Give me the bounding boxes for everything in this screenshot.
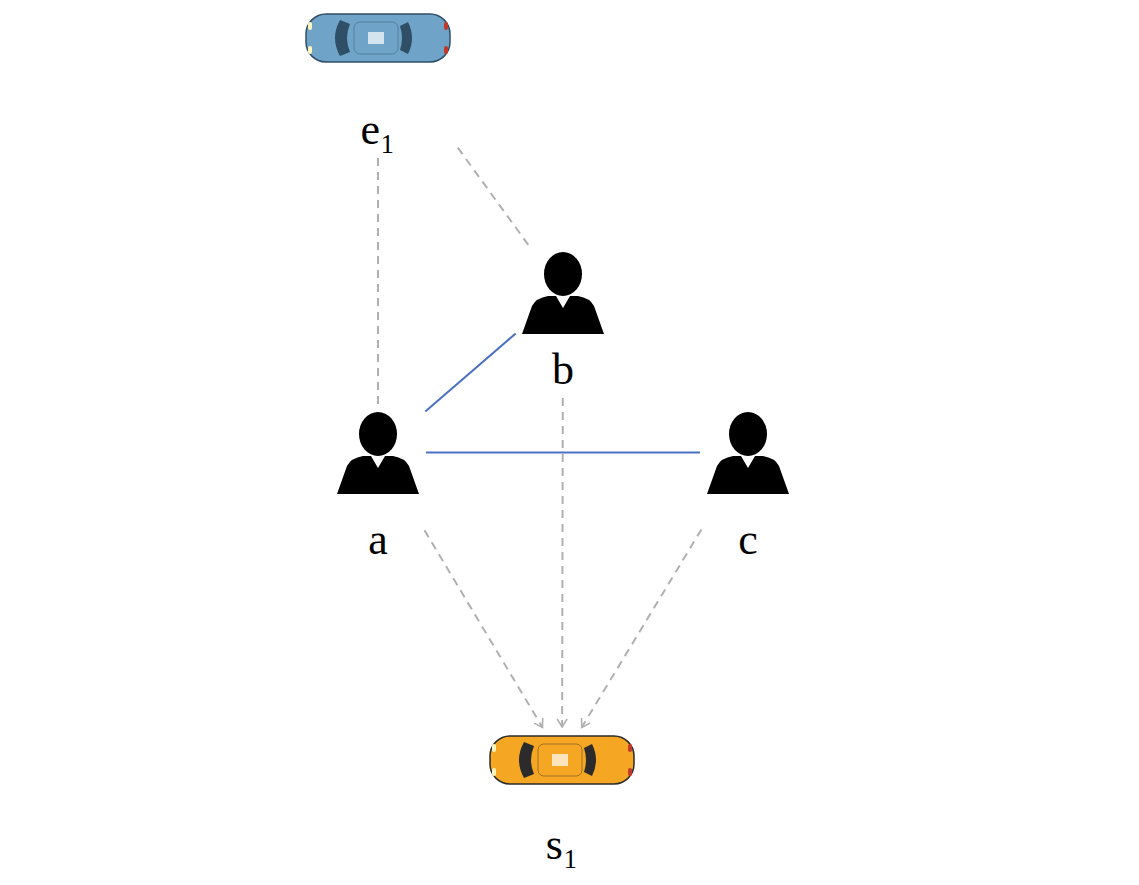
dashed-link — [561, 398, 564, 727]
vehicle-node: e₁ — [300, 8, 456, 155]
social-link — [426, 452, 700, 454]
person-icon — [333, 410, 423, 495]
node-label: b — [552, 345, 574, 395]
social-link — [425, 333, 515, 411]
node-label: a — [368, 515, 388, 565]
node-label: s₁ — [546, 820, 578, 870]
dashed-link — [377, 158, 379, 407]
dashed-link — [582, 530, 702, 728]
user-node: c — [703, 410, 793, 565]
dashed-link — [458, 148, 531, 248]
dashed-link — [425, 530, 543, 727]
node-label: c — [738, 515, 758, 565]
person-icon — [703, 410, 793, 495]
user-node: a — [333, 410, 423, 565]
person-icon — [518, 250, 608, 335]
vehicle-node: s₁ — [484, 730, 640, 870]
car-icon — [484, 730, 640, 790]
user-node: b — [518, 250, 608, 395]
node-label: e₁ — [361, 105, 396, 155]
car-icon — [300, 8, 456, 68]
